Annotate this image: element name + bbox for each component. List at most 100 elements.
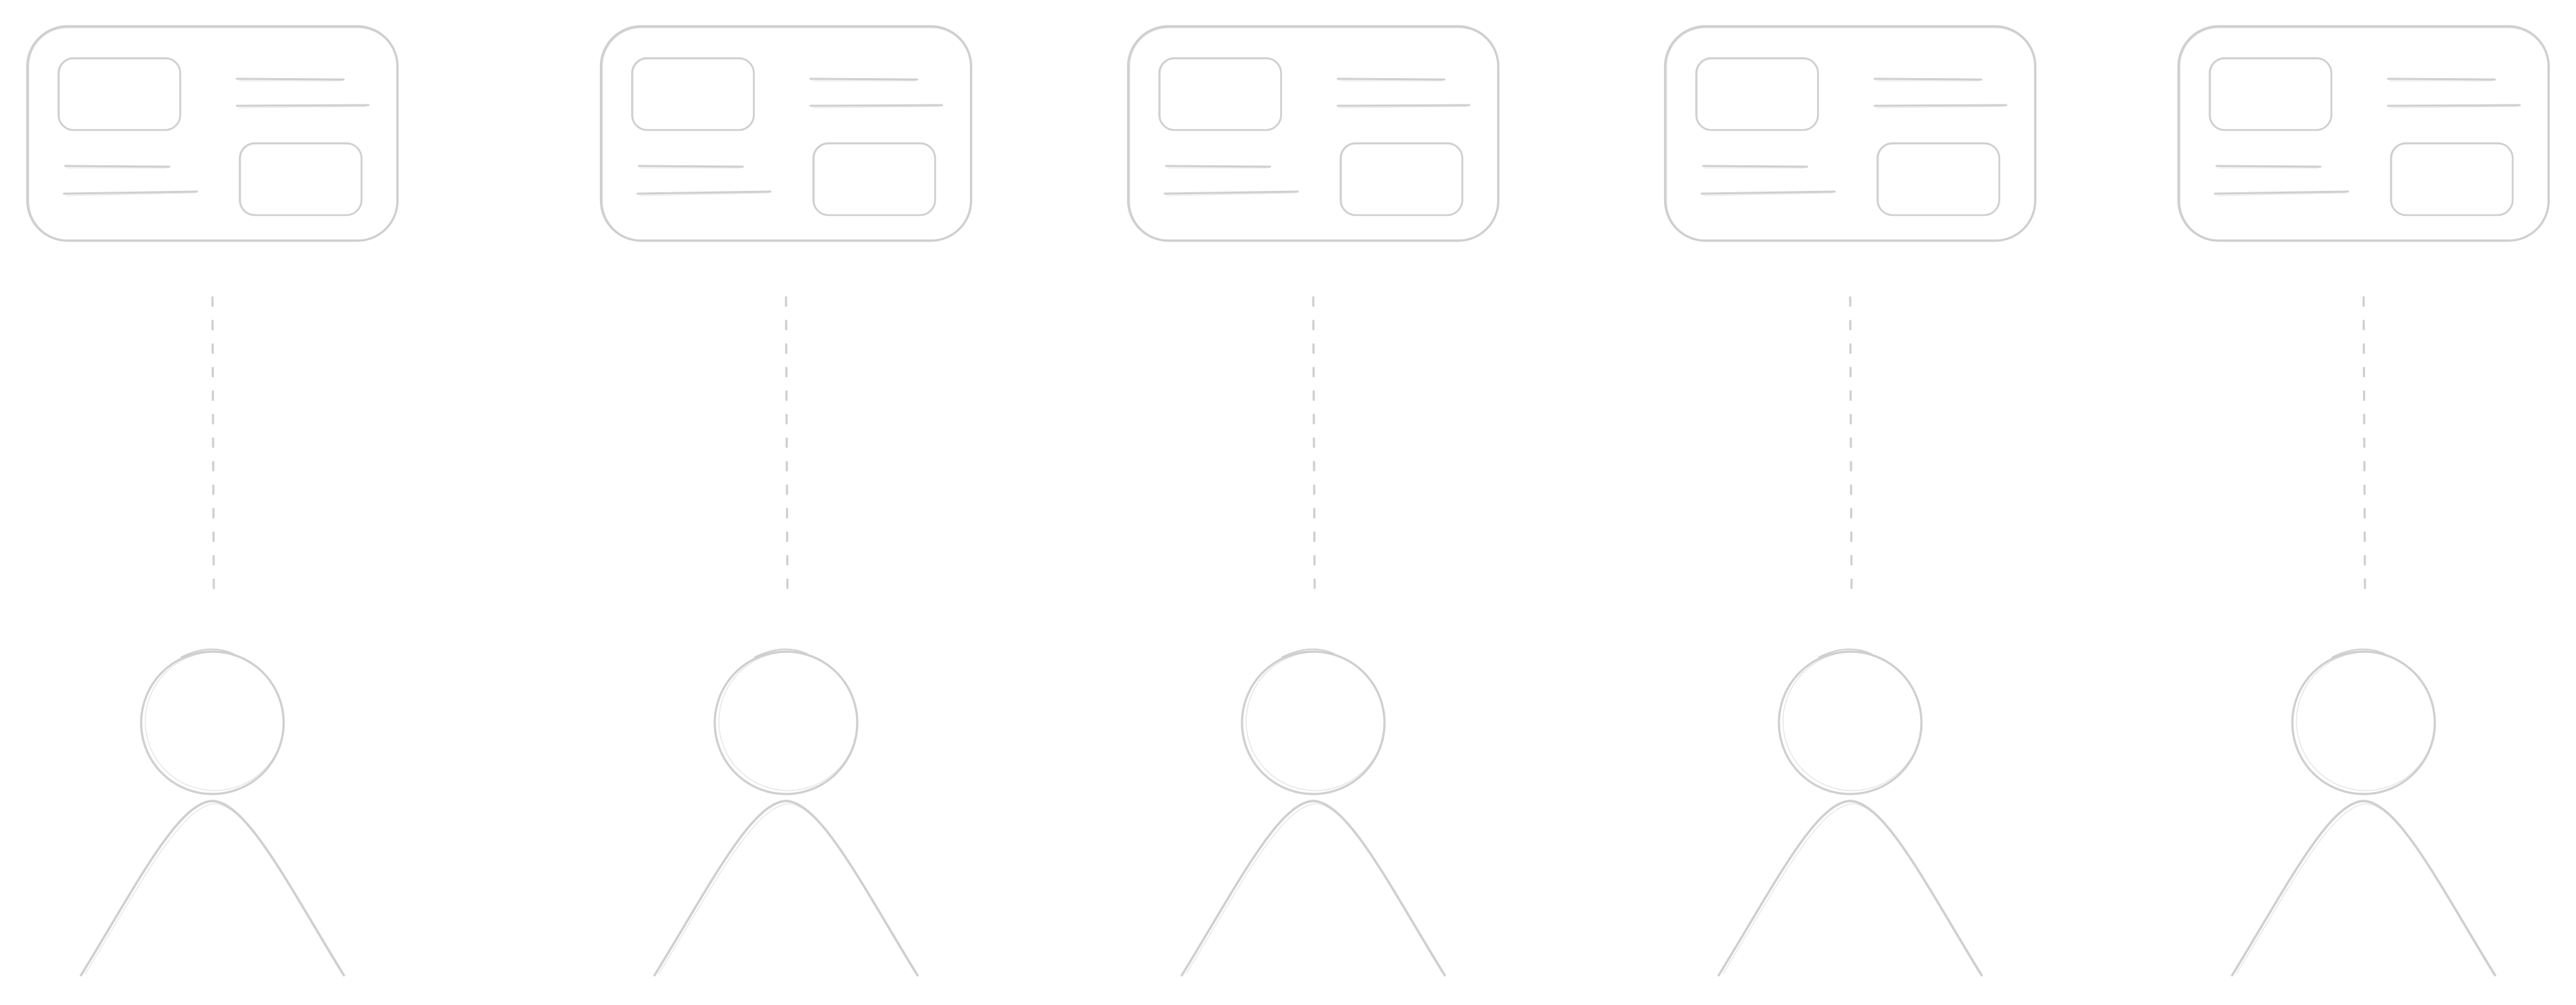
person-head — [713, 650, 859, 795]
image-placeholder — [1340, 142, 1463, 216]
text-line-sketch — [1703, 192, 1832, 196]
person-body — [80, 800, 345, 977]
text-line-sketch — [2217, 192, 2346, 196]
card-border — [1663, 25, 2037, 242]
image-placeholder — [239, 142, 363, 216]
text-line-placeholder — [1874, 104, 2007, 107]
image-placeholder-sketch — [632, 59, 754, 130]
person-head — [1778, 650, 1923, 795]
person-head-sketch — [2296, 652, 2436, 791]
image-placeholder-sketch — [1160, 59, 1281, 130]
person-head-overlap — [1281, 648, 1335, 658]
image-placeholder-sketch — [1341, 144, 1463, 215]
card-border — [26, 25, 399, 242]
card-border — [2177, 25, 2550, 242]
text-line-placeholder — [2216, 165, 2321, 168]
image-placeholder-sketch — [814, 144, 935, 215]
image-placeholder — [57, 57, 181, 131]
text-line-sketch — [1876, 106, 2004, 109]
text-line-placeholder — [810, 77, 918, 81]
text-line-placeholder — [2387, 104, 2521, 107]
text-line-sketch — [1167, 192, 1295, 196]
wireframe-card — [1126, 25, 1500, 242]
text-line-sketch — [66, 192, 194, 196]
text-line-placeholder — [1165, 165, 1271, 168]
text-line-placeholder — [637, 190, 771, 195]
person-body-sketch — [1722, 803, 1980, 975]
person-icon — [653, 648, 919, 977]
card-border — [599, 25, 973, 242]
text-line-placeholder — [1337, 77, 1445, 81]
card-border — [1126, 25, 1500, 242]
person-head-overlap — [754, 648, 807, 658]
person-icon — [2231, 648, 2496, 977]
person-body-sketch — [658, 803, 915, 975]
image-placeholder — [631, 57, 755, 131]
text-line-placeholder — [638, 165, 744, 168]
dashed-connector — [211, 296, 215, 589]
image-placeholder-sketch — [59, 59, 181, 130]
text-line-placeholder — [1164, 190, 1299, 195]
card-border-sketch — [1665, 27, 2036, 241]
sketch-group — [26, 25, 399, 977]
text-line-placeholder — [236, 104, 369, 107]
person-body — [1717, 800, 1983, 977]
text-line-placeholder — [2387, 77, 2496, 81]
card-border-sketch — [1129, 27, 1499, 241]
wireframe-card — [2177, 25, 2550, 242]
dashed-connector — [2362, 296, 2366, 589]
image-placeholder — [1695, 57, 1819, 131]
person-head-overlap — [181, 648, 234, 658]
card-border-sketch — [2179, 27, 2549, 241]
sketch-group — [2177, 25, 2550, 977]
person-head — [2291, 650, 2436, 795]
person-icon — [1717, 648, 1983, 977]
text-line-placeholder — [1874, 77, 1982, 81]
image-placeholder-sketch — [2210, 59, 2332, 130]
dashed-connector — [785, 296, 789, 589]
dashed-connector — [1849, 296, 1853, 589]
wireframe-card — [1663, 25, 2037, 242]
text-line-placeholder — [1701, 190, 1836, 195]
person-head-sketch — [1245, 652, 1385, 791]
image-placeholder — [1876, 142, 2000, 216]
text-line-sketch — [1340, 106, 1467, 109]
person-body — [2231, 800, 2496, 977]
person-body — [653, 800, 919, 977]
person-head-sketch — [718, 652, 858, 791]
person-icon — [80, 648, 345, 977]
wireframe-card — [26, 25, 399, 242]
text-line-placeholder — [64, 165, 170, 168]
person-body-sketch — [2236, 803, 2493, 975]
image-placeholder-sketch — [240, 144, 362, 215]
text-line-placeholder — [810, 104, 943, 107]
wireframe-card — [599, 25, 973, 242]
person-head-sketch — [145, 652, 284, 791]
card-border-sketch — [601, 27, 971, 241]
text-line-placeholder — [1702, 165, 1808, 168]
text-line-placeholder — [1337, 104, 1470, 107]
person-head — [1241, 650, 1386, 795]
text-line-placeholder — [63, 190, 198, 195]
person-icon — [1180, 648, 1446, 977]
person-head-overlap — [1818, 648, 1872, 658]
image-placeholder — [1158, 57, 1282, 131]
image-placeholder-sketch — [1878, 144, 2000, 215]
card-border-sketch — [28, 27, 398, 241]
person-body-sketch — [84, 803, 342, 975]
image-placeholder — [2209, 57, 2332, 131]
person-head-sketch — [1782, 652, 1922, 791]
text-line-sketch — [2390, 106, 2517, 109]
sketch-group — [1126, 25, 1500, 977]
person-head-overlap — [2332, 648, 2385, 658]
person-head — [140, 650, 285, 795]
dashed-connector — [1312, 296, 1316, 589]
image-placeholder-sketch — [1697, 59, 1818, 130]
image-placeholder-sketch — [2391, 144, 2513, 215]
text-line-sketch — [812, 106, 940, 109]
image-placeholder — [2390, 142, 2514, 216]
text-line-placeholder — [2214, 190, 2349, 195]
sketch-group — [1663, 25, 2037, 977]
image-placeholder — [812, 142, 936, 216]
